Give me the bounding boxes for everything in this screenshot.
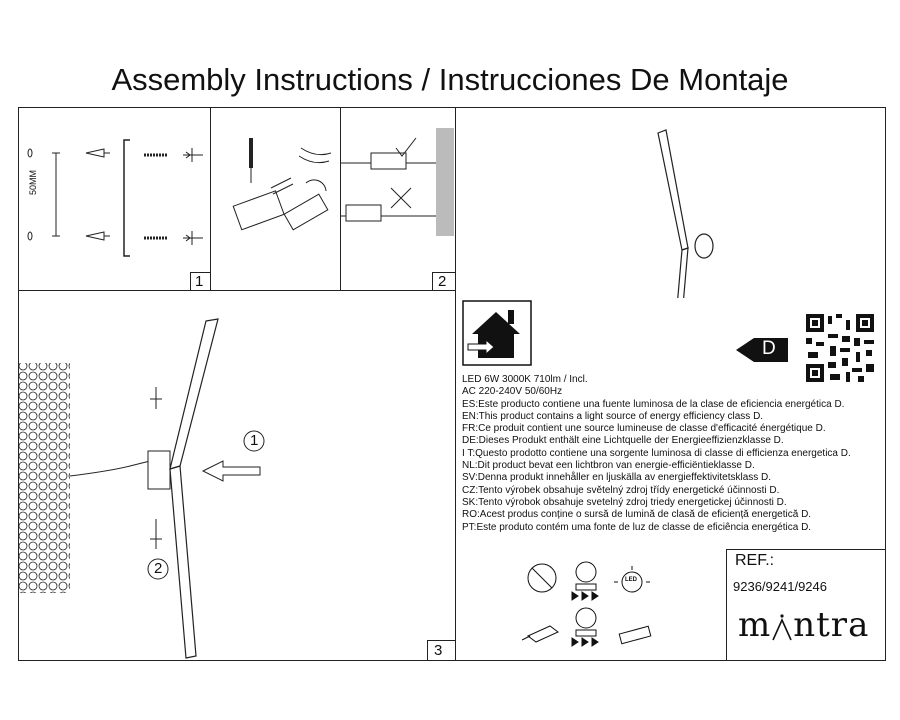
step-label-1: 1 xyxy=(250,432,259,449)
driver-icon xyxy=(618,625,652,645)
play-arrows-icon xyxy=(571,637,599,647)
panel-number-3: 3 xyxy=(434,642,443,659)
connector-incorrect-icon xyxy=(345,204,382,222)
divider-row xyxy=(18,290,455,291)
wall-base-icon xyxy=(147,450,171,490)
hole-bottom-icon xyxy=(27,231,33,241)
panel-number-2: 2 xyxy=(438,273,447,290)
energy-line-de: DE:Dieses Produkt enthält eine Lichtquel… xyxy=(462,435,784,446)
energy-line-es: ES:Este producto contiene una fuente lum… xyxy=(462,399,845,410)
ref-value: 9236/9241/9246 xyxy=(733,579,827,594)
ref-label: REF.: xyxy=(735,552,775,569)
energy-line-fr: FR:Ce produit contient une source lumine… xyxy=(462,423,826,434)
energy-line-en: EN:This product contains a light source … xyxy=(462,411,764,422)
divider-vertical-main xyxy=(455,107,456,661)
no-bulb-icon xyxy=(527,563,557,593)
energy-line-nl: NL:Dit product bevat een lichtbron van e… xyxy=(462,460,755,471)
pnum-box-1 xyxy=(190,272,191,290)
insert-arrow-icon xyxy=(201,460,261,482)
technician-icon xyxy=(575,607,597,637)
spec-voltage: AC 220-240V 50/60Hz xyxy=(462,386,563,397)
terminal-block-icon xyxy=(232,190,285,231)
panel2-connection-check xyxy=(341,128,454,236)
ref-box xyxy=(726,549,886,661)
rotate-arrow-icon xyxy=(305,179,327,192)
cable-icon xyxy=(300,147,332,156)
led-module-icon xyxy=(614,566,650,593)
bracket-icon xyxy=(123,139,130,257)
connector-correct-icon xyxy=(370,152,407,170)
pnum-box-3-top xyxy=(427,640,455,641)
indoor-use-icon xyxy=(462,300,532,366)
step-marker-1 xyxy=(243,430,265,452)
pnum-box-2 xyxy=(432,272,433,290)
energy-line-pt: PT:Este produto contém uma fonte de luz … xyxy=(462,522,812,533)
page-title: Assembly Instructions / Instrucciones De… xyxy=(111,62,789,97)
check-icon xyxy=(395,137,417,157)
led-replacement-pictograms xyxy=(521,561,652,647)
energy-line-it: I T:Questo prodotto contiene una sorgent… xyxy=(462,448,851,459)
driver-cable-icon xyxy=(521,625,559,643)
energy-line-sk: SK:Tento výrobok obsahuje svetelný zdroj… xyxy=(462,497,787,508)
energy-line-cz: CZ:Tento výrobek obsahuje světelný zdroj… xyxy=(462,485,780,496)
cover-icon xyxy=(283,193,329,231)
panel-number-1: 1 xyxy=(195,273,204,290)
screw-head-icon xyxy=(183,231,203,245)
brand-text-part1: m xyxy=(738,605,772,645)
lamp-arm-icon xyxy=(169,318,219,659)
brand-text-part2: ntra xyxy=(793,605,870,645)
wall-plug-icon xyxy=(85,148,110,158)
panel1-hardware-illustration xyxy=(27,139,203,257)
energy-line-sv: SV:Denna produkt innehåller en ljuskälla… xyxy=(462,472,772,483)
wall-canopy-icon xyxy=(694,233,714,259)
energy-class-badge xyxy=(736,338,788,362)
panel3-mounting-illustration xyxy=(18,318,265,659)
pnum-box-2-top xyxy=(432,272,455,273)
energy-class-letter: D xyxy=(762,338,776,359)
wall-plug-icon xyxy=(85,231,110,241)
divider-p1-p2 xyxy=(210,107,211,290)
screw-head-icon xyxy=(183,148,203,162)
technician-icon xyxy=(575,561,597,591)
lamp-lower-arm-icon xyxy=(677,247,689,298)
play-arrows-icon xyxy=(571,591,599,601)
dimension-label: 50MM xyxy=(28,169,38,195)
spec-led: LED 6W 3000K 710lm / Incl. xyxy=(462,374,588,385)
wall-section-icon xyxy=(436,128,454,218)
hole-top-icon xyxy=(27,148,33,158)
product-overview-illustration xyxy=(657,129,714,298)
led-badge-label: LED xyxy=(625,577,637,583)
qr-code-icon xyxy=(804,312,876,384)
pnum-box-1-top xyxy=(190,272,210,273)
wall-texture xyxy=(18,363,70,593)
energy-line-ro: RO:Acest produs conține o sursă de lumin… xyxy=(462,509,812,520)
pnum-box-3 xyxy=(427,640,428,661)
divider-p2-p2b xyxy=(340,107,341,290)
step-label-2: 2 xyxy=(154,560,163,577)
lamp-upper-arm-icon xyxy=(657,129,689,251)
panel2-wiring-illustration xyxy=(232,138,332,231)
step-marker-2 xyxy=(147,558,169,580)
